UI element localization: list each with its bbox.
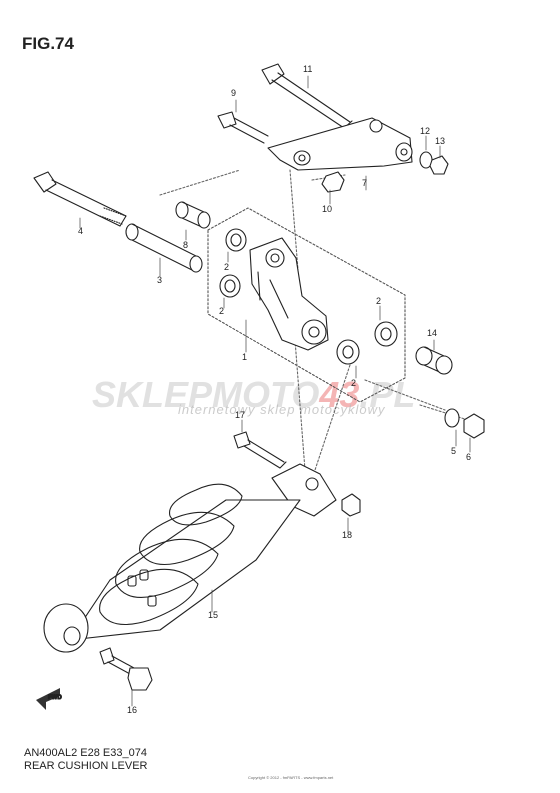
callout-7: 7: [362, 178, 367, 188]
nut-18: [341, 493, 361, 517]
bolt-16: [99, 647, 153, 691]
bearing-2d: [336, 339, 360, 365]
figure-caption: REAR CUSHION LEVER: [24, 760, 148, 772]
leader-lines: [79, 75, 471, 707]
callout-5: 5: [451, 446, 456, 456]
callout-15: 15: [208, 610, 218, 620]
callout-8: 8: [183, 240, 188, 250]
spacer-8: [175, 201, 211, 229]
fwd-arrow-icon: FWD: [36, 688, 63, 710]
bearing-2b: [219, 274, 241, 298]
figure-title: FIG.74: [22, 34, 74, 53]
callout-16: 16: [127, 705, 137, 715]
nut-13: [429, 155, 449, 175]
lever-assembly-frame: [207, 207, 406, 403]
nut-10: [321, 171, 345, 193]
cushion-rod-7: [267, 117, 413, 171]
model-code: AN400AL2 E28 E33_074: [24, 747, 147, 759]
bolt-4: [33, 171, 127, 227]
callout-4: 4: [78, 226, 83, 236]
bearing-2a: [225, 228, 247, 252]
callout-1: 1: [242, 352, 247, 362]
callout-14: 14: [427, 328, 437, 338]
callout-2d: 2: [351, 378, 356, 388]
bolt-11: [261, 63, 353, 129]
callout-6: 6: [466, 452, 471, 462]
spacer-14: [415, 346, 453, 375]
watermark-brand: SKLEPMOTO43.PL: [92, 374, 415, 416]
watermark-brand-suffix: .PL: [359, 374, 416, 415]
bolt-17: [233, 431, 287, 469]
callout-2a: 2: [224, 262, 229, 272]
callout-12: 12: [420, 126, 430, 136]
callout-10: 10: [322, 204, 332, 214]
callout-2b: 2: [219, 306, 224, 316]
watermark-brand-highlight: 43: [319, 374, 360, 415]
footer-note: Copyright © 2012 - fmPARTS - www.fmparts…: [248, 775, 334, 780]
callout-3: 3: [157, 275, 162, 285]
callout-17: 17: [235, 410, 245, 420]
watermark-brand-prefix: SKLEPMOTO: [92, 374, 320, 415]
nut-6: [463, 413, 485, 439]
callout-18: 18: [342, 530, 352, 540]
cushion-lever-1: [249, 237, 329, 351]
washer-5: [444, 408, 460, 428]
bearing-2c: [374, 321, 398, 347]
callout-11: 11: [303, 64, 312, 74]
fwd-label: FWD: [48, 695, 62, 701]
callout-13: 13: [435, 136, 445, 146]
spacer-3: [125, 223, 203, 273]
callout-2c: 2: [376, 296, 381, 306]
watermark-tagline: internetowy sklep motocyklowy: [178, 402, 386, 417]
callout-9: 9: [231, 88, 236, 98]
bolt-9: [217, 111, 269, 144]
shock-absorber-15: [43, 463, 337, 653]
